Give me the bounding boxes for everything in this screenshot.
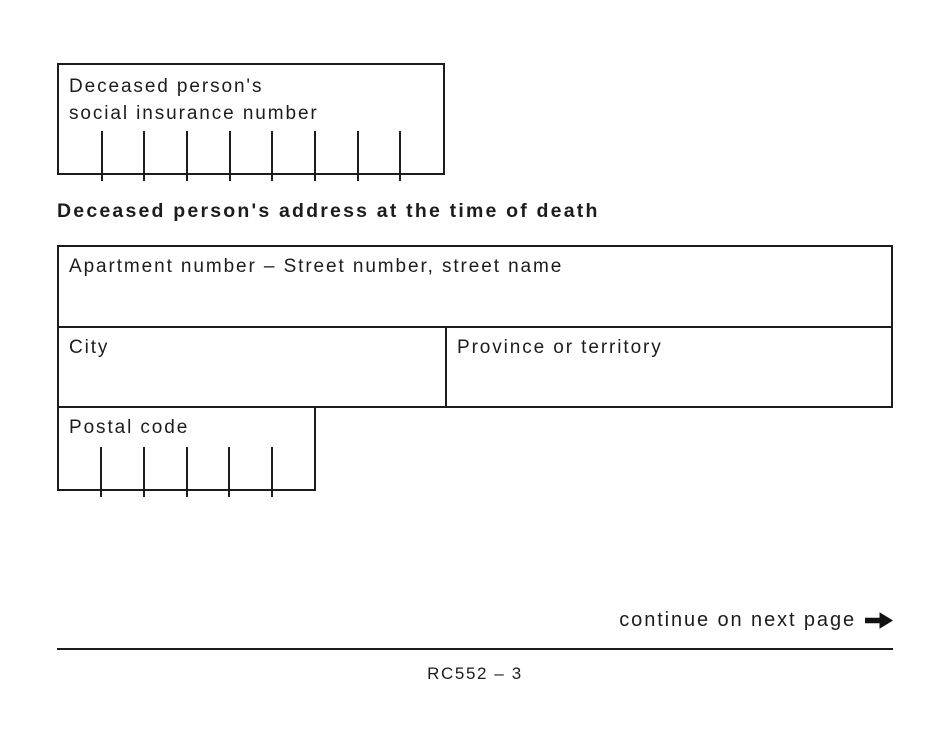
postal-code-label: Postal code bbox=[69, 417, 190, 438]
comb-tick bbox=[143, 131, 146, 181]
street-field[interactable]: Apartment number – Street number, street… bbox=[59, 247, 891, 328]
comb-tick bbox=[185, 131, 188, 181]
comb-tick bbox=[227, 447, 230, 497]
city-province-row: City Province or territory bbox=[59, 328, 891, 406]
city-field[interactable]: City bbox=[59, 328, 447, 406]
comb-tick bbox=[270, 447, 273, 497]
province-field[interactable]: Province or territory bbox=[447, 328, 891, 406]
sin-field-box: Deceased person's social insurance numbe… bbox=[57, 63, 445, 181]
city-field-label: City bbox=[69, 337, 110, 358]
continue-note: continue on next page bbox=[619, 609, 893, 632]
sin-field-label: Deceased person's social insurance numbe… bbox=[69, 76, 319, 124]
page-number: RC552 – 3 bbox=[427, 664, 523, 683]
postal-code-field[interactable]: Postal code bbox=[57, 406, 316, 497]
comb-tick bbox=[185, 447, 188, 497]
footer-divider bbox=[57, 648, 893, 650]
street-field-label: Apartment number – Street number, street… bbox=[69, 256, 564, 277]
comb-tick bbox=[100, 447, 103, 497]
sin-digit-comb[interactable] bbox=[59, 131, 443, 181]
province-field-label: Province or territory bbox=[457, 337, 663, 358]
continue-note-text: continue on next page bbox=[619, 609, 856, 631]
comb-tick bbox=[142, 447, 145, 497]
comb-tick bbox=[100, 131, 103, 181]
comb-tick bbox=[399, 131, 402, 181]
comb-tick bbox=[228, 131, 231, 181]
right-arrow-icon bbox=[865, 610, 893, 631]
comb-tick bbox=[313, 131, 316, 181]
comb-tick bbox=[271, 131, 274, 181]
address-table: Apartment number – Street number, street… bbox=[57, 245, 893, 408]
comb-tick bbox=[356, 131, 359, 181]
address-section-heading: Deceased person's address at the time of… bbox=[57, 200, 600, 222]
postal-code-comb[interactable] bbox=[59, 447, 314, 497]
